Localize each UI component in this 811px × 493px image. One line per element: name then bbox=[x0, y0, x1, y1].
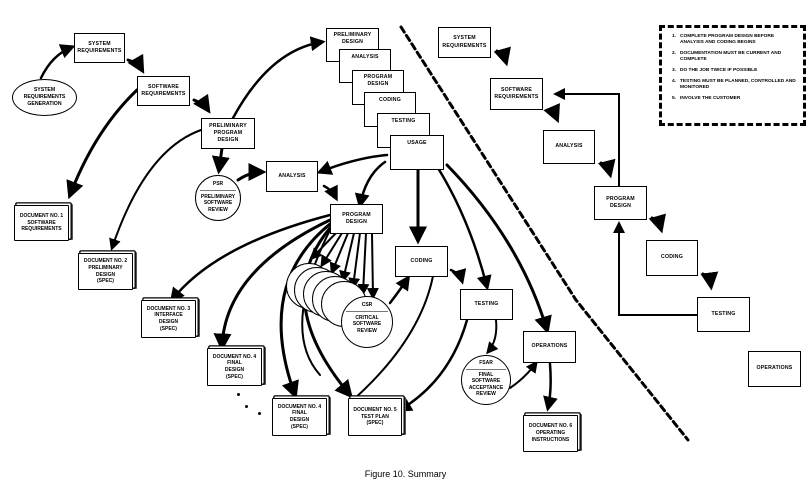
review-full-name: PRELIMINARY SOFTWARE REVIEW bbox=[200, 193, 236, 213]
figure-caption: Figure 10. Summary bbox=[364, 469, 447, 479]
preliminary-program-design-box: PRELIMINARY PROGRAM DESIGN bbox=[201, 118, 255, 149]
ellipsis-dot bbox=[258, 412, 261, 415]
arrow bbox=[169, 213, 332, 303]
document-4b: DOCUMENT NO. 4 FINAL DESIGN (SPEC) bbox=[272, 398, 327, 436]
analysis-box: ANALYSIS bbox=[266, 161, 318, 192]
review-abbr: PSR bbox=[200, 176, 236, 191]
principle-number: 4. bbox=[672, 78, 677, 84]
principle-number: 3. bbox=[672, 67, 677, 73]
arrow bbox=[543, 103, 560, 124]
arrow bbox=[66, 88, 139, 200]
arrow bbox=[192, 93, 211, 114]
arrow bbox=[553, 88, 620, 187]
psr-review-circle: PSR PRELIMINARY SOFTWARE REVIEW bbox=[195, 175, 241, 221]
principle-item: 3.DO THE JOB TWICE IF POSSIBLE bbox=[672, 68, 797, 74]
arrow bbox=[339, 232, 355, 283]
stack-usage: USAGE bbox=[390, 135, 444, 170]
arrow bbox=[543, 362, 558, 412]
testing-box: TESTING bbox=[460, 289, 513, 320]
arrow bbox=[316, 153, 389, 175]
document-2: DOCUMENT NO. 2 PRELIMINARY DESIGN (SPEC) bbox=[78, 253, 133, 290]
arrow bbox=[366, 232, 379, 300]
right-system-requirements-box: SYSTEM REQUIREMENTS bbox=[438, 27, 491, 58]
arrow bbox=[39, 44, 76, 80]
ellipsis-dot bbox=[245, 405, 248, 408]
principle-text: DO THE JOB TWICE IF POSSIBLE bbox=[680, 67, 758, 73]
right-operations-box: OPERATIONS bbox=[748, 351, 801, 387]
arrow bbox=[613, 221, 698, 316]
right-testing-box: TESTING bbox=[697, 297, 750, 332]
arrow bbox=[648, 213, 666, 234]
arrow bbox=[445, 163, 552, 335]
principle-text: DOCUMENTATION MUST BE CURRENT AND COMPLE… bbox=[680, 50, 782, 63]
arrow bbox=[320, 232, 343, 268]
review-abbr: CSR bbox=[346, 297, 388, 312]
arrow bbox=[354, 160, 387, 209]
arrow bbox=[352, 275, 434, 401]
ellipsis-dot bbox=[237, 393, 240, 396]
principle-item: 5.INVOLVE THE CUSTOMER bbox=[672, 96, 797, 102]
arrow bbox=[329, 232, 349, 275]
arrow bbox=[396, 318, 469, 412]
csr-review-circle: CSR CRITICAL SOFTWARE REVIEW bbox=[341, 296, 393, 348]
coding-box: CODING bbox=[395, 246, 448, 277]
arrow bbox=[213, 218, 332, 352]
document-4a: DOCUMENT NO. 4 FINAL DESIGN (SPEC) bbox=[207, 348, 262, 386]
arrow bbox=[322, 184, 338, 202]
arrow bbox=[236, 163, 267, 182]
right-coding-box: CODING bbox=[646, 240, 698, 276]
document-5: DOCUMENT NO. 5 TEST PLAN (SPEC) bbox=[348, 398, 402, 436]
review-abbr: FSAR bbox=[466, 356, 506, 370]
arrow bbox=[211, 146, 230, 175]
operations-box: OPERATIONS bbox=[523, 331, 576, 363]
system-requirements-generation-node: SYSTEM REQUIREMENTS GENERATION bbox=[12, 79, 77, 116]
arrow bbox=[493, 46, 511, 67]
arrow bbox=[126, 53, 145, 74]
program-design-box: PROGRAM DESIGN bbox=[330, 204, 383, 234]
arrow bbox=[348, 232, 361, 290]
arrow bbox=[231, 36, 326, 120]
arrow bbox=[449, 268, 467, 285]
principles-box: 1.COMPLETE PROGRAM DESIGN BEFORE ANALYSI… bbox=[659, 25, 806, 126]
principle-number: 1. bbox=[672, 34, 677, 39]
arrow bbox=[109, 129, 202, 251]
system-requirements-box: SYSTEM REQUIREMENTS bbox=[74, 33, 125, 63]
arrow bbox=[357, 232, 370, 296]
principle-text: COMPLETE PROGRAM DESIGN BEFORE ANALYSIS … bbox=[680, 34, 775, 46]
fsar-review-circle: FSAR FINAL SOFTWARE ACCEPTANCE REVIEW bbox=[461, 355, 511, 405]
principle-number: 2. bbox=[672, 50, 677, 56]
document-1: DOCUMENT NO. 1 SOFTWARE REQUIREMENTS bbox=[14, 205, 69, 241]
arrow bbox=[309, 232, 337, 261]
review-full-name: FINAL SOFTWARE ACCEPTANCE REVIEW bbox=[468, 371, 504, 398]
arrow bbox=[486, 319, 499, 355]
arrow bbox=[700, 271, 719, 291]
arrow bbox=[509, 360, 538, 389]
arrow bbox=[388, 274, 411, 305]
document-3: DOCUMENT NO. 3 INTERFACE DESIGN (SPEC) bbox=[141, 300, 196, 338]
software-requirements-box: SOFTWARE REQUIREMENTS bbox=[137, 76, 190, 106]
arrow bbox=[279, 222, 332, 400]
divider-dashed-line bbox=[399, 25, 690, 442]
principle-item: 4.TESTING MUST BE PLANNED, CONTROLLED AN… bbox=[672, 79, 797, 91]
principle-item: 2.DOCUMENTATION MUST BE CURRENT AND COMP… bbox=[672, 51, 797, 63]
arrow bbox=[597, 158, 616, 179]
right-program-design-box: PROGRAM DESIGN bbox=[594, 186, 647, 220]
document-6: DOCUMENT NO. 6 OPERATING INSTRUCTIONS bbox=[523, 415, 578, 452]
principle-item: 1.COMPLETE PROGRAM DESIGN BEFORE ANALYSI… bbox=[672, 34, 797, 46]
right-software-requirements-box: SOFTWARE REQUIREMENTS bbox=[490, 78, 543, 110]
principle-text: TESTING MUST BE PLANNED, CONTROLLED AND … bbox=[680, 78, 796, 90]
principle-text: INVOLVE THE CUSTOMER bbox=[680, 95, 741, 101]
principle-number: 5. bbox=[672, 95, 677, 101]
right-analysis-box: ANALYSIS bbox=[543, 130, 595, 164]
arrow bbox=[436, 166, 492, 291]
review-full-name: CRITICAL SOFTWARE REVIEW bbox=[352, 314, 382, 334]
